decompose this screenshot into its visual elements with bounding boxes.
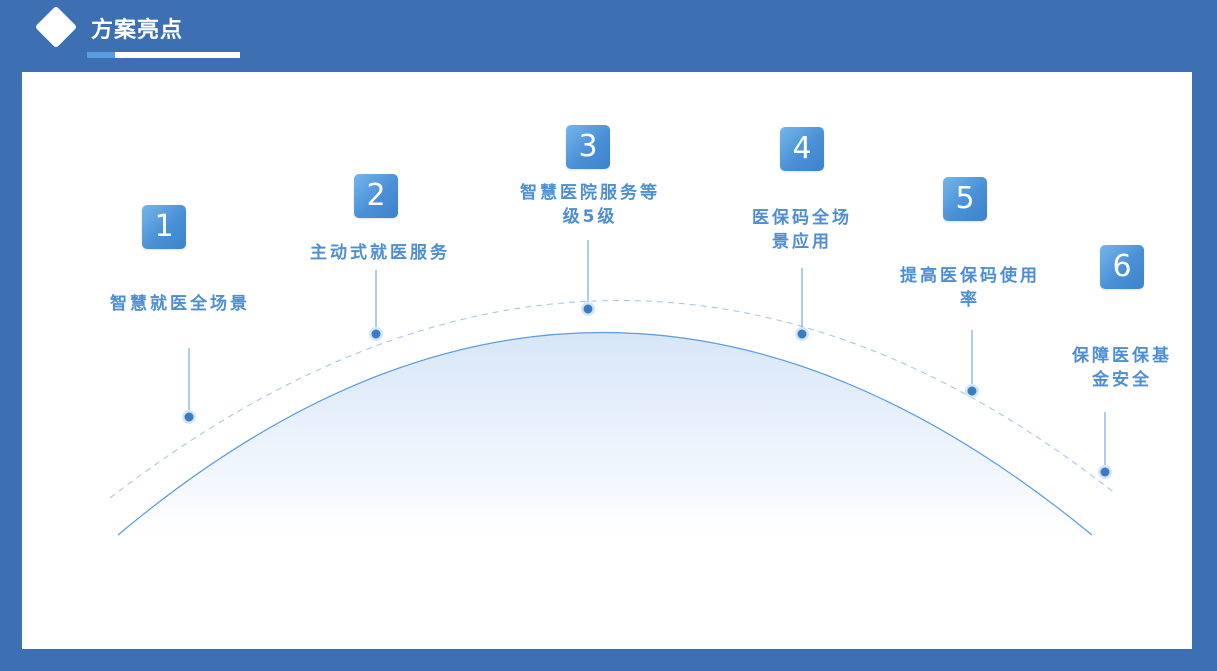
highlight-label-5: 提高医保码使用 率	[900, 266, 1040, 310]
number-badge-4: 4	[780, 127, 824, 171]
number-badge-6: 6	[1100, 245, 1144, 289]
highlight-label-3: 智慧医院服务等 级5级	[520, 183, 660, 227]
number-badge-5: 5	[943, 177, 987, 221]
dome-outline	[117, 332, 1093, 536]
dot-1	[182, 410, 196, 424]
dot-5	[965, 384, 979, 398]
highlight-label-2: 主动式就医服务	[310, 243, 450, 263]
dot-6	[1098, 465, 1112, 479]
number-badge-3: 3	[566, 125, 610, 169]
highlight-label-4: 医保码全场 景应用	[752, 208, 852, 252]
title-underline	[115, 52, 240, 58]
dashed-arc	[109, 300, 1117, 499]
header: 方案亮点	[0, 0, 1217, 72]
highlight-label-1: 智慧就医全场景	[110, 294, 250, 314]
page-title: 方案亮点	[91, 18, 184, 43]
number-badge-1: 1	[142, 205, 186, 249]
highlight-label-6: 保障医保基 金安全	[1072, 346, 1172, 390]
dot-3	[581, 302, 595, 316]
dot-4	[795, 327, 809, 341]
number-badge-2: 2	[354, 174, 398, 218]
title-underline-accent	[87, 52, 115, 58]
dome-shape	[118, 332, 1092, 535]
dot-2	[369, 327, 383, 341]
